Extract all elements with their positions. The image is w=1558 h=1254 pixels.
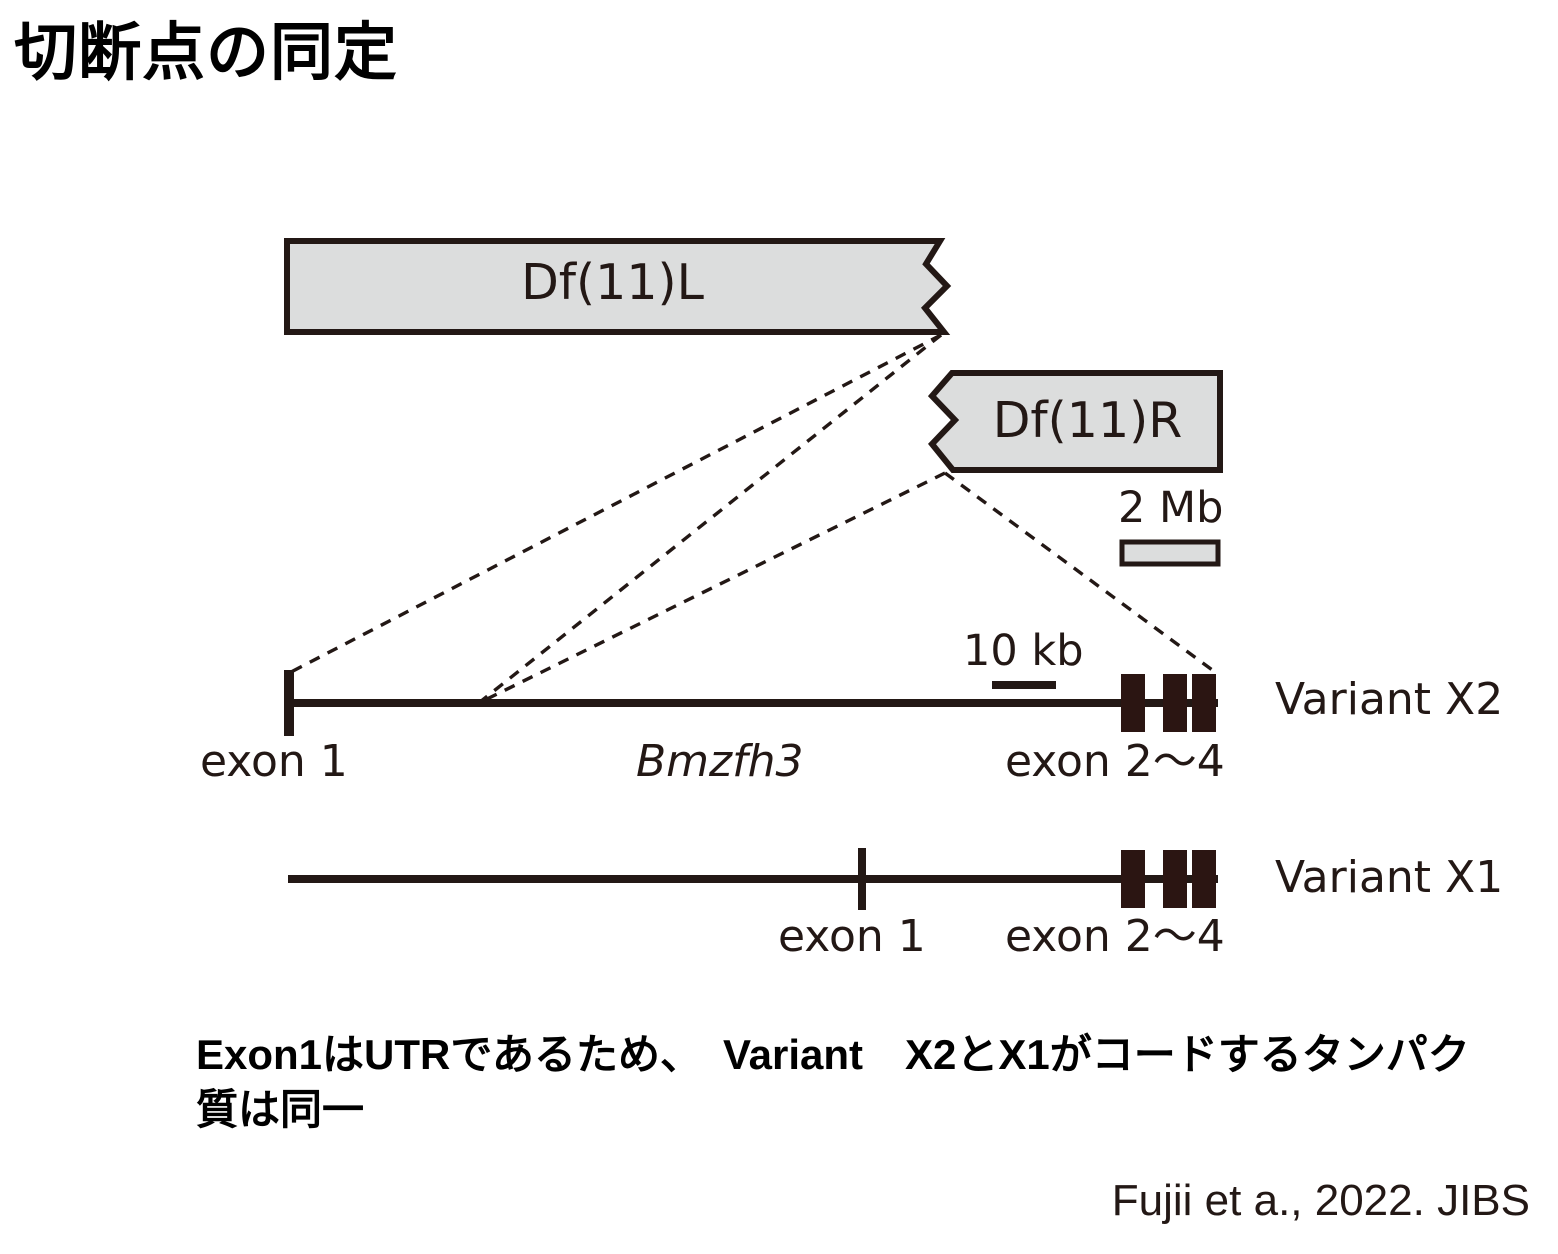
page-title: 切断点の同定 [14,18,398,88]
x2-exon1-tick [284,670,294,736]
x1-exon3-box [1163,850,1187,908]
x1-exon2-box [1121,850,1145,908]
x2-exon1-label: exon 1 [200,736,348,787]
df11r-label: Df(11)R [992,392,1183,449]
citation: Fujii et a., 2022. JIBS [1111,1176,1530,1225]
x2-backbone [288,699,1218,707]
variant-x1-name-label: Variant X1 [1275,852,1504,903]
x2-exon24-label: exon 2〜4 [1005,736,1225,787]
scale-bar-2mb [1119,539,1221,567]
x2-exon4-box [1192,674,1216,732]
x1-exon1-label: exon 1 [778,911,926,962]
variant-x2-name-label: Variant X2 [1275,674,1504,725]
scale-bar-10kb-label: 10 kb [963,626,1084,676]
scale-bar-2mb-label: 2 Mb [1118,483,1224,533]
figure-caption: Exon1はUTRであるため、 Variant X2とX1がコードするタンパク質… [196,1031,1470,1133]
connector-dfl-to-exon1 [290,333,942,674]
connector-dfr-to-breakpoint [480,471,946,704]
df11l-label: Df(11)L [521,254,704,311]
x2-exon3-box [1163,674,1187,732]
x1-exon1-tick [858,848,866,910]
x2-gene-name-label: Bmzfh3 [636,736,804,787]
x2-exon2-box [1121,674,1145,732]
x1-exon4-box [1192,850,1216,908]
gene-model-variant-x1 [288,848,1218,910]
scale-bar-10kb [992,681,1056,689]
x1-exon24-label: exon 2〜4 [1005,911,1225,962]
connector-dfl-to-breakpoint [478,333,943,704]
x1-backbone [288,875,1218,883]
gene-model-variant-x2 [284,670,1218,736]
